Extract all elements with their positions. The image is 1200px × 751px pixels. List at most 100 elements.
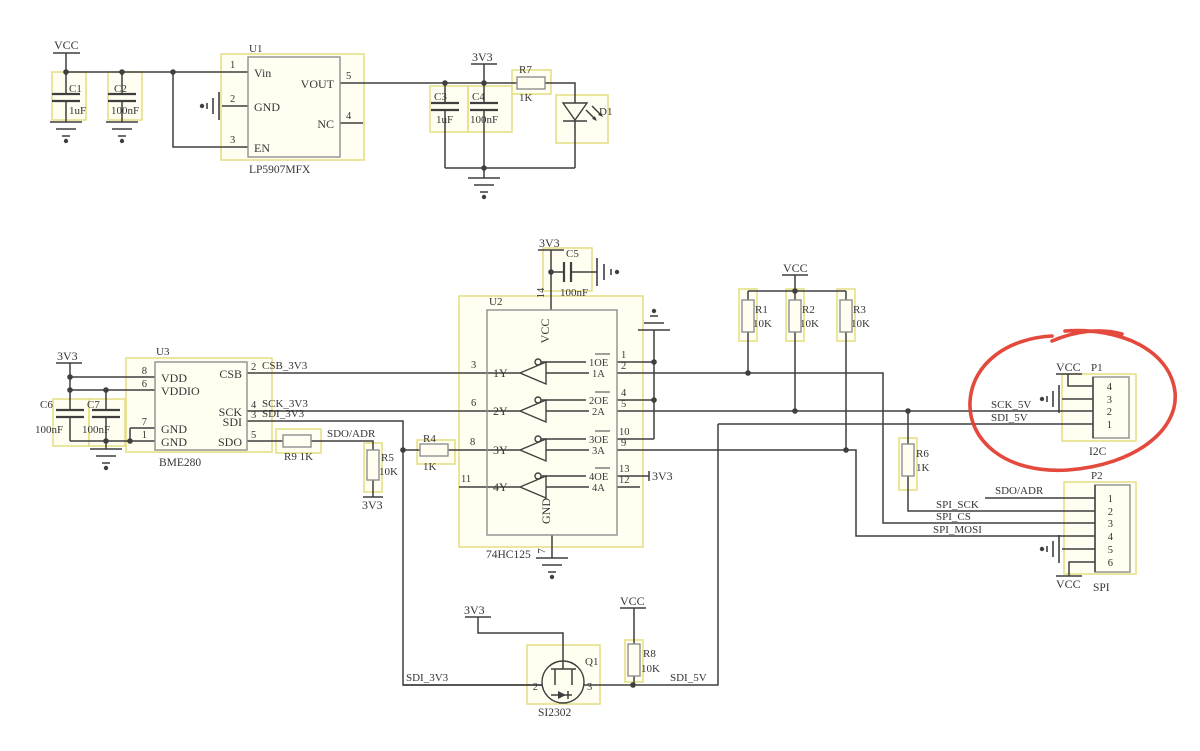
capacitor-c5[interactable]	[562, 262, 573, 282]
mosfet-q1[interactable]	[541, 660, 585, 704]
p2-pin5: 5	[1108, 545, 1113, 556]
u3-pin8: 8	[142, 366, 147, 377]
resistor-r1[interactable]	[741, 299, 755, 333]
resistor-r7[interactable]	[516, 76, 546, 90]
r2-val: 10K	[800, 318, 819, 330]
u2-3y-label: 3Y	[493, 443, 508, 457]
led-d1[interactable]	[561, 102, 603, 122]
ground-c4	[468, 177, 500, 193]
r5-ref: R5	[381, 452, 394, 464]
ground-c7	[90, 448, 122, 464]
u3-pin6: 6	[142, 379, 147, 390]
u3-part: BME280	[159, 457, 201, 469]
p2-pin3: 3	[1108, 519, 1113, 530]
u1-vin-label: Vin	[254, 66, 271, 80]
connector-p1[interactable]	[1092, 376, 1130, 439]
regulator-u1[interactable]	[247, 56, 341, 158]
highlight-u2	[458, 295, 644, 548]
r4-val: 1K	[423, 461, 437, 473]
net-sdi-3v3: SDI_3V3	[262, 408, 305, 420]
u3-pin4: 4	[251, 400, 257, 411]
u2-1a-label: 1A	[592, 369, 605, 380]
net-sdi-3v3-bottom: SDI_3V3	[406, 672, 449, 684]
junction-dots	[63, 69, 911, 688]
u1-part: LP5907MFX	[249, 164, 311, 176]
capacitor-c4[interactable]	[470, 101, 498, 112]
p2-ref: P2	[1091, 470, 1103, 482]
r6-val: 1K	[916, 462, 930, 474]
u2-pin8: 8	[470, 437, 475, 448]
p2-name: SPI	[1093, 582, 1110, 594]
capacitor-c7[interactable]	[92, 408, 120, 419]
c2-ref: C2	[114, 83, 127, 95]
net-sck-5v: SCK_5V	[991, 399, 1031, 411]
oe-overlines	[595, 353, 610, 469]
u1-pin5: 5	[346, 71, 351, 82]
p1-pin4: 4	[1107, 382, 1113, 393]
highlight-d1	[555, 94, 609, 144]
resistor-r4[interactable]	[419, 443, 449, 457]
resistor-r9[interactable]	[282, 434, 312, 448]
resistor-r5[interactable]	[366, 449, 380, 481]
u1-pin4: 4	[346, 111, 352, 122]
r1-val: 10K	[753, 318, 772, 330]
capacitor-c3[interactable]	[431, 101, 459, 112]
u2-pin10: 10	[619, 427, 630, 438]
resistor-r3[interactable]	[839, 299, 853, 333]
q1-pin2: 2	[533, 682, 538, 693]
net-flag-3v3-sensor: 3V3	[57, 349, 78, 363]
c4-val: 100nF	[470, 114, 498, 126]
capacitor-c1[interactable]	[52, 92, 80, 103]
c1-ref: C1	[69, 83, 82, 95]
c7-val: 100nF	[82, 424, 110, 436]
resistor-r6[interactable]	[901, 443, 915, 477]
r4-ref: R4	[423, 433, 436, 445]
net-sdi-5v-p1: SDI_5V	[991, 412, 1028, 424]
net-sdo-adr: SDO/ADR	[327, 428, 376, 440]
u3-sdi-label: SDI	[223, 415, 242, 429]
r3-val: 10K	[851, 318, 870, 330]
annotation-circle-p1	[968, 328, 1177, 473]
u2-vcc-label: VCC	[538, 319, 552, 344]
highlight-c1	[51, 71, 87, 121]
c2-val: 100nF	[111, 105, 139, 117]
net-flag-vcc-pullups: VCC	[783, 261, 808, 275]
net-flag-3v3-r5: 3V3	[362, 498, 383, 512]
ground-p1	[1046, 385, 1060, 413]
net-flag-3v3-pin13: 3V3	[652, 469, 673, 483]
ground-c1	[50, 121, 82, 137]
net-spi-mosi: SPI_MOSI	[933, 524, 982, 536]
c6-ref: C6	[40, 399, 53, 411]
component-symbols	[52, 56, 1131, 704]
net-spi-sck: SPI_SCK	[936, 499, 979, 511]
p1-pin3: 3	[1107, 395, 1112, 406]
highlight-p1	[1061, 373, 1137, 442]
u2-gnd-label: GND	[539, 498, 553, 524]
p1-pin1: 1	[1107, 420, 1112, 431]
net-flag-3v3-gate: 3V3	[464, 603, 485, 617]
capacitor-c6[interactable]	[56, 408, 84, 419]
ground-oe	[638, 315, 670, 331]
u2-1oe-label: 1OE	[589, 358, 608, 369]
resistor-r2[interactable]	[788, 299, 802, 333]
u2-pin12: 12	[619, 475, 630, 486]
u1-pin2: 2	[230, 94, 235, 105]
capacitor-c2[interactable]	[108, 92, 136, 103]
u2-2oe-label: 2OE	[589, 396, 608, 407]
u3-pin1: 1	[142, 430, 147, 441]
u2-pin9: 9	[621, 438, 626, 449]
buffer-u2[interactable]	[486, 309, 618, 536]
sensor-u3[interactable]	[154, 361, 248, 451]
u2-pin5: 5	[621, 399, 626, 410]
highlight-c7	[88, 398, 126, 447]
r7-ref: R7	[519, 64, 532, 76]
u2-ref: U2	[489, 296, 502, 308]
net-flag-vcc-p1: VCC	[1056, 360, 1081, 374]
connector-p2[interactable]	[1094, 484, 1131, 573]
highlight-u1	[220, 53, 365, 161]
ground-c5	[596, 258, 612, 286]
u2-pin13: 13	[619, 464, 630, 475]
resistor-r8[interactable]	[627, 643, 641, 677]
net-flag-3v3-c5: 3V3	[539, 236, 560, 250]
p2-pin4: 4	[1108, 532, 1114, 543]
